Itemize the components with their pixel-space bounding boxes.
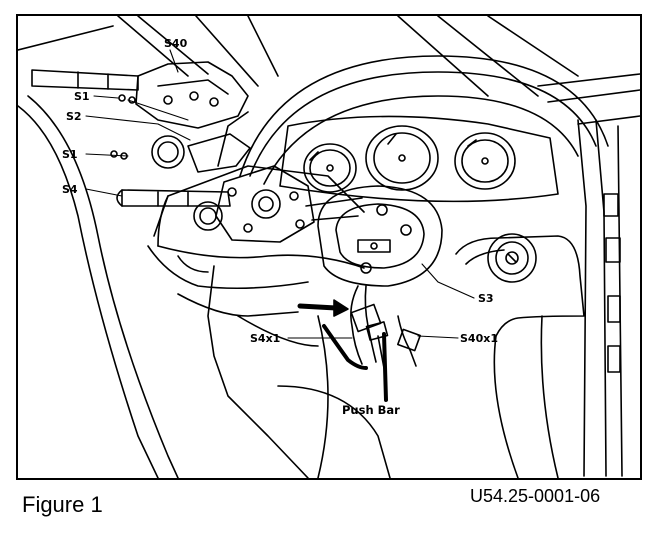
callout-s4: S4 bbox=[62, 183, 78, 196]
callout-s3: S3 bbox=[478, 292, 494, 305]
document-code: U54.25-0001-06 bbox=[470, 486, 601, 506]
windshield-lines bbox=[18, 16, 579, 97]
dashboard-cowl bbox=[239, 55, 640, 185]
steering-column-diagram: S40 S1 S2 S1 S4 S3 S4x1 S40x1 Push Bar bbox=[18, 16, 640, 478]
lock-housing bbox=[31, 61, 249, 129]
lower-dash bbox=[18, 95, 391, 478]
figure-label: Figure 1 bbox=[22, 492, 103, 517]
callout-s40x1: S40x1 bbox=[460, 332, 498, 345]
right-side-vents bbox=[577, 119, 623, 477]
steering-coupling bbox=[215, 165, 363, 243]
callout-push-bar: Push Bar bbox=[342, 403, 400, 417]
instrument-cluster bbox=[279, 115, 559, 203]
push-bar-tool bbox=[382, 332, 388, 402]
callout-s40: S40 bbox=[164, 37, 188, 50]
callout-s1-top: S1 bbox=[74, 90, 90, 103]
diagram-frame: S40 S1 S2 S1 S4 S3 S4x1 S40x1 Push Bar bbox=[16, 14, 642, 480]
wiring-harness bbox=[322, 285, 421, 370]
callout-s1-bottom: S1 bbox=[62, 148, 78, 161]
removal-arrow bbox=[297, 299, 349, 317]
center-console bbox=[455, 233, 585, 478]
column-shroud bbox=[153, 111, 365, 269]
s1-screws bbox=[110, 94, 136, 160]
callout-s2: S2 bbox=[66, 110, 82, 123]
callout-s4x1: S4x1 bbox=[250, 332, 280, 345]
clock-spring bbox=[317, 185, 443, 287]
